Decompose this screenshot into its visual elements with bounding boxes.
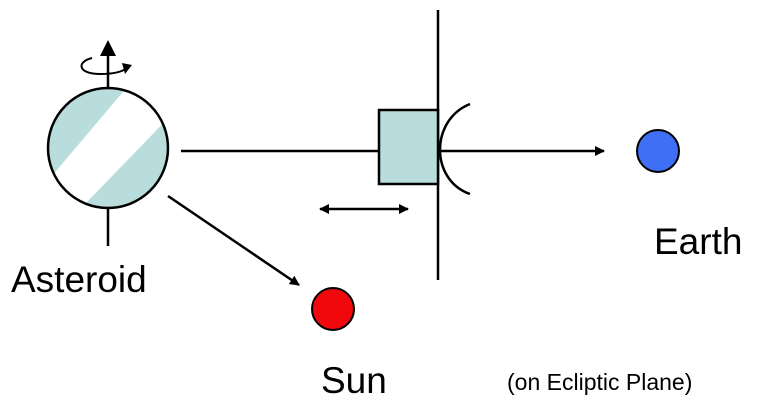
lens-arc — [438, 102, 471, 196]
asteroid-outline — [46, 86, 170, 210]
plane-note-label: (on Ecliptic Plane) — [507, 369, 692, 395]
earth — [636, 129, 680, 173]
rotation-arc-icon — [80, 57, 128, 76]
arrow-to-sun — [167, 194, 300, 287]
asteroid — [46, 86, 170, 210]
earth-label: Earth — [654, 221, 742, 262]
rotation-arrow-icon — [122, 63, 132, 74]
sun-label: Sun — [321, 360, 387, 401]
sun — [311, 287, 355, 331]
detector-box — [377, 108, 440, 186]
asteroid-label: Asteroid — [11, 259, 147, 300]
asteroid-shadow — [48, 88, 168, 208]
spin-axis-arrow-icon — [100, 40, 116, 56]
